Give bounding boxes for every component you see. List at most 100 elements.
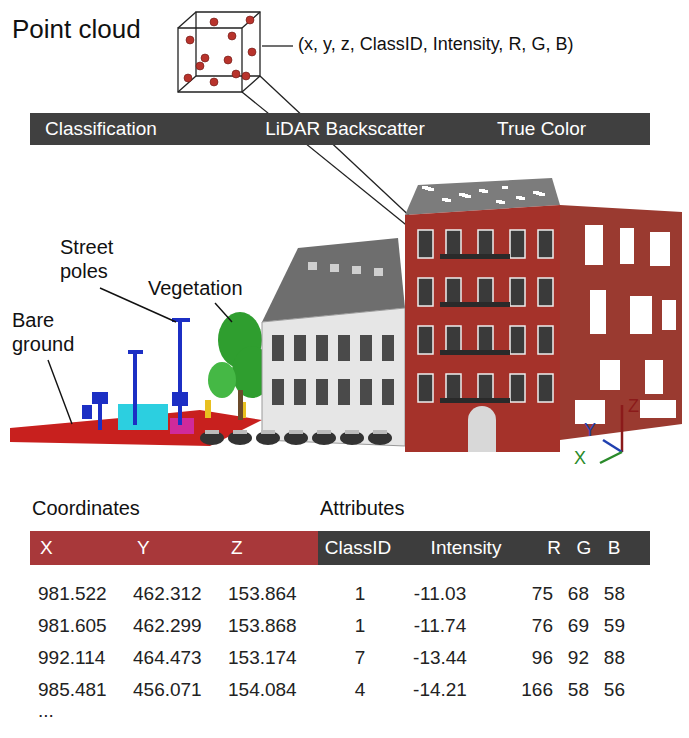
axis-label: X (574, 448, 586, 470)
red-building (510, 326, 525, 354)
grey-building (360, 335, 372, 361)
parked-cars (205, 430, 219, 434)
cloud-point (246, 16, 254, 24)
table-cell: 153.174 (228, 647, 297, 670)
cloud-point (210, 18, 218, 26)
table-cell: 68 (568, 583, 589, 606)
grey-building (330, 264, 339, 272)
column-header: Y (137, 537, 150, 560)
point-cube (260, 76, 416, 222)
table-cell: 58 (568, 679, 589, 702)
grey-building (352, 266, 361, 274)
callout-label: Vegetation (148, 276, 243, 300)
street-poles (82, 405, 92, 419)
table-cell: -11.74 (414, 615, 466, 638)
grey-building (316, 335, 328, 361)
column-header: Z (231, 537, 243, 560)
grey-building (262, 238, 405, 446)
column-header: Intensity (431, 537, 502, 560)
partial-building (650, 232, 670, 266)
grey-building (360, 379, 372, 405)
table-group-heading: Attributes (320, 496, 404, 520)
cloud-point (248, 48, 256, 56)
table-cell: 153.868 (228, 615, 297, 638)
grey-building (308, 262, 317, 270)
red-building (478, 326, 493, 354)
red-building (502, 186, 508, 189)
leader-lines (48, 288, 232, 424)
callout-label: Street poles (60, 235, 140, 283)
parked-cars (345, 430, 359, 434)
cloud-point (186, 36, 194, 44)
attribute-header-band: ClassIDIntensityRGB (318, 531, 650, 565)
grey-building (272, 335, 284, 361)
view-mode-label: LiDAR Backscatter (265, 118, 424, 141)
table-cell: 981.605 (38, 615, 107, 638)
partial-building (600, 360, 620, 390)
grey-building (294, 335, 306, 361)
leader-lines (48, 360, 72, 424)
street-poles (92, 392, 108, 404)
cloud-point (228, 32, 236, 40)
parked-cars (373, 430, 387, 434)
table-cell: 4 (355, 679, 366, 702)
red-building (440, 254, 510, 259)
partial-building (560, 205, 682, 440)
red-building (418, 230, 433, 258)
column-header: ClassID (325, 537, 392, 560)
table-cell: 59 (604, 615, 625, 638)
red-building (446, 230, 461, 258)
red-building (538, 278, 553, 306)
red-building (418, 374, 433, 402)
partial-building (585, 225, 603, 265)
street-poles (82, 320, 190, 430)
parked-cars (312, 431, 336, 445)
red-building (440, 398, 510, 403)
red-building (510, 278, 525, 306)
table-cell: -14.21 (413, 679, 467, 702)
grey-building (338, 379, 350, 405)
table-cell: -13.44 (413, 647, 467, 670)
table-cell: 7 (355, 647, 366, 670)
table-cell: 1 (355, 583, 366, 606)
red-building (510, 230, 525, 258)
view-mode-label: True Color (497, 118, 586, 141)
attribute-list-label: (x, y, z, ClassID, Intensity, R, G, B) (298, 34, 573, 56)
grey-building (382, 335, 394, 361)
parked-cars (256, 431, 280, 445)
callout-label: Bare ground (12, 308, 92, 356)
grey-building (338, 335, 350, 361)
table-cell: 69 (568, 615, 589, 638)
partial-building (590, 290, 606, 334)
parked-cars (368, 431, 392, 445)
cloud-point (232, 70, 240, 78)
axes (621, 405, 624, 452)
red-building (482, 190, 488, 193)
bare-ground (118, 404, 168, 430)
red-building (465, 195, 471, 198)
table-ellipsis: ... (38, 700, 54, 723)
street-poles (133, 352, 137, 425)
cloud-point (210, 78, 218, 86)
point-cube (262, 45, 293, 46)
column-header: B (608, 537, 621, 560)
red-building (405, 178, 560, 452)
red-building (405, 205, 560, 452)
parked-cars (200, 431, 224, 445)
grey-building (262, 238, 405, 322)
column-header: X (40, 537, 53, 560)
parked-cars (228, 431, 252, 445)
red-building (539, 193, 545, 196)
red-building (446, 278, 461, 306)
table-cell: 462.299 (133, 615, 202, 638)
red-building (538, 230, 553, 258)
red-building (478, 374, 493, 402)
axes (600, 405, 622, 463)
point-cube (196, 12, 260, 76)
column-header: G (577, 537, 592, 560)
cloud-point (196, 62, 204, 70)
leader-lines (215, 303, 232, 322)
table-cell: 992.114 (38, 647, 105, 670)
table-cell: 456.071 (133, 679, 202, 702)
view-mode-label: Classification (45, 118, 157, 141)
